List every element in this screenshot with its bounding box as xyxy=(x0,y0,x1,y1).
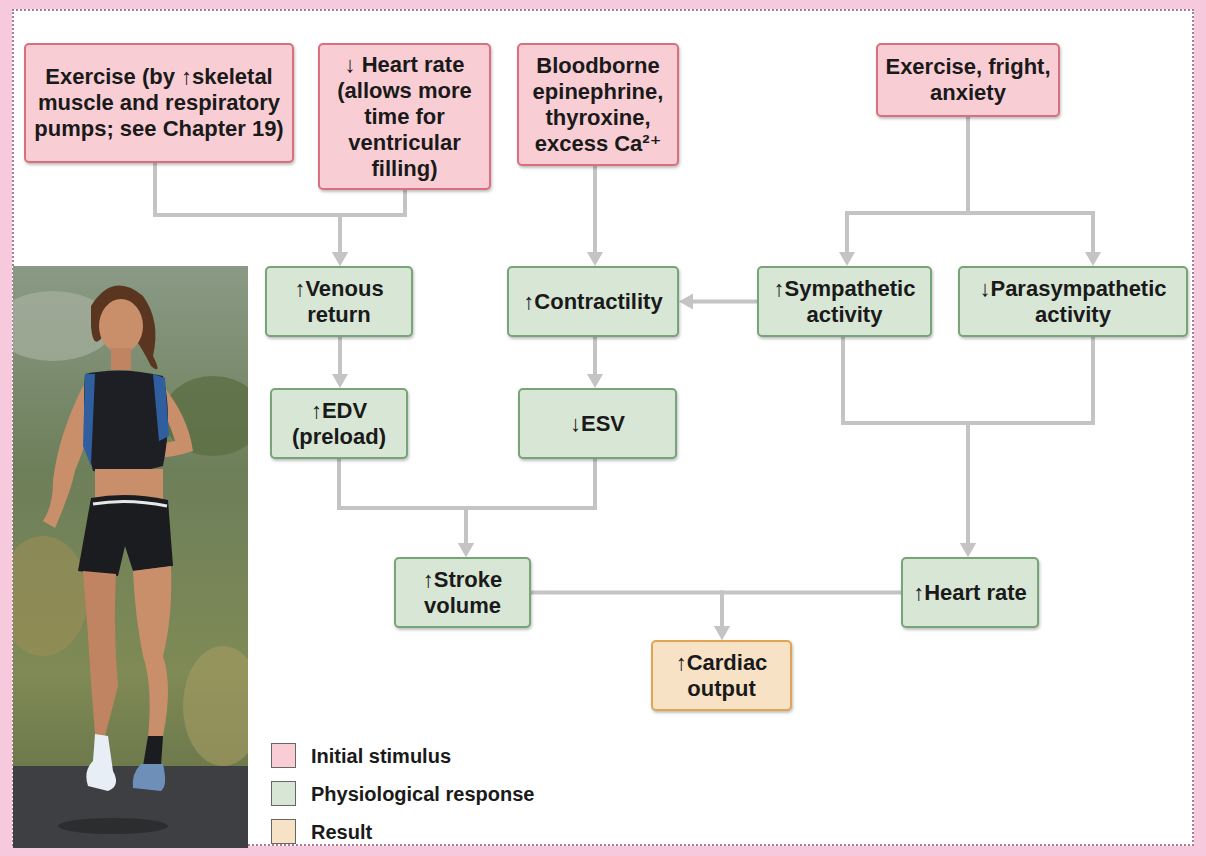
legend-swatch xyxy=(271,819,296,844)
flow-arrow xyxy=(339,459,474,557)
stimulus-box: Exercise, fright, anxiety xyxy=(876,43,1060,117)
flow-arrow xyxy=(458,459,595,557)
response-box: ↑Heart rate xyxy=(901,557,1039,628)
flow-arrow xyxy=(531,593,730,641)
node-label: ↓ Heart rate (allows more time for ventr… xyxy=(324,52,485,182)
legend-label: Physiological response xyxy=(311,782,534,806)
legend-swatch xyxy=(271,743,296,768)
node-label: ↑Heart rate xyxy=(913,580,1027,606)
response-box: ↑Stroke volume xyxy=(394,557,531,628)
node-label: ↓Parasympathetic activity xyxy=(964,276,1182,328)
flow-arrow xyxy=(843,337,976,557)
node-label: ↑Contractility xyxy=(523,289,662,315)
legend-swatch xyxy=(271,781,296,806)
response-box: ↑EDV (preload) xyxy=(270,388,408,459)
response-box: ↑Venous return xyxy=(265,266,413,337)
flow-arrow xyxy=(332,337,348,388)
flow-arrow xyxy=(839,117,968,266)
stimulus-box: ↓ Heart rate (allows more time for ventr… xyxy=(318,43,491,190)
legend-label: Result xyxy=(311,820,372,844)
node-label: ↑EDV (preload) xyxy=(276,398,402,450)
flow-arrow xyxy=(587,166,603,266)
stimulus-box: Bloodborne epinephrine, thyroxine, exces… xyxy=(517,43,679,166)
flow-arrow xyxy=(960,337,1093,557)
response-box: ↓Parasympathetic activity xyxy=(958,266,1188,337)
node-label: ↑Venous return xyxy=(271,276,407,328)
response-box: ↓ESV xyxy=(518,388,677,459)
node-label: ↓ESV xyxy=(570,411,625,437)
response-box: ↑Sympathetic activity xyxy=(757,266,932,337)
node-label: Exercise (by ↑skeletal muscle and respir… xyxy=(30,64,288,142)
flow-arrow xyxy=(679,294,757,310)
runner-photo xyxy=(13,266,248,848)
node-label: Bloodborne epinephrine, thyroxine, exces… xyxy=(523,53,673,157)
flow-arrow xyxy=(332,190,405,266)
node-label: Exercise, fright, anxiety xyxy=(882,54,1054,106)
node-label: ↑Cardiac output xyxy=(657,650,786,702)
flow-arrow xyxy=(714,593,901,641)
flow-arrow xyxy=(968,117,1101,266)
legend-label: Initial stimulus xyxy=(311,744,451,768)
node-label: ↑Stroke volume xyxy=(400,567,525,619)
node-label: ↑Sympathetic activity xyxy=(763,276,926,328)
response-box: ↑Contractility xyxy=(507,266,679,337)
flow-arrow xyxy=(587,337,603,388)
result-box: ↑Cardiac output xyxy=(651,640,792,711)
stimulus-box: Exercise (by ↑skeletal muscle and respir… xyxy=(24,43,294,163)
